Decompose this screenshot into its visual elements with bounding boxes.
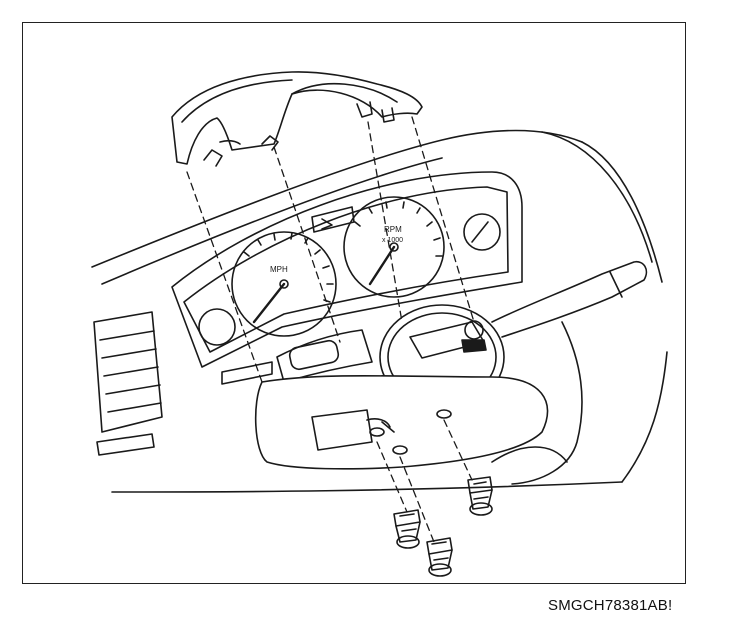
- steering-column-shroud-diagram: MPH RPM x 1000: [91, 71, 668, 577]
- exploded-view-guides: [186, 116, 475, 543]
- screw-left: [393, 509, 421, 549]
- lower-shroud: [254, 374, 549, 470]
- temp-gauge: [463, 213, 501, 251]
- upper-shroud: [171, 71, 423, 167]
- screw-center: [426, 537, 453, 577]
- instrument-cluster: [171, 171, 523, 385]
- tachometer-sublabel: x 1000: [382, 237, 403, 244]
- screw-right: [467, 476, 493, 516]
- speedometer: [231, 231, 337, 337]
- speedometer-label: MPH: [270, 265, 288, 274]
- dashboard-outline: [91, 129, 668, 493]
- tachometer-label: RPM: [384, 225, 402, 234]
- fuel-gauge: [198, 308, 236, 346]
- wiper-switch: [276, 329, 373, 383]
- figure-reference-code: SMGCH78381AB!: [548, 597, 673, 614]
- air-vent: [93, 311, 163, 456]
- multifunction-stalk: [491, 260, 648, 338]
- tachometer: [343, 196, 445, 298]
